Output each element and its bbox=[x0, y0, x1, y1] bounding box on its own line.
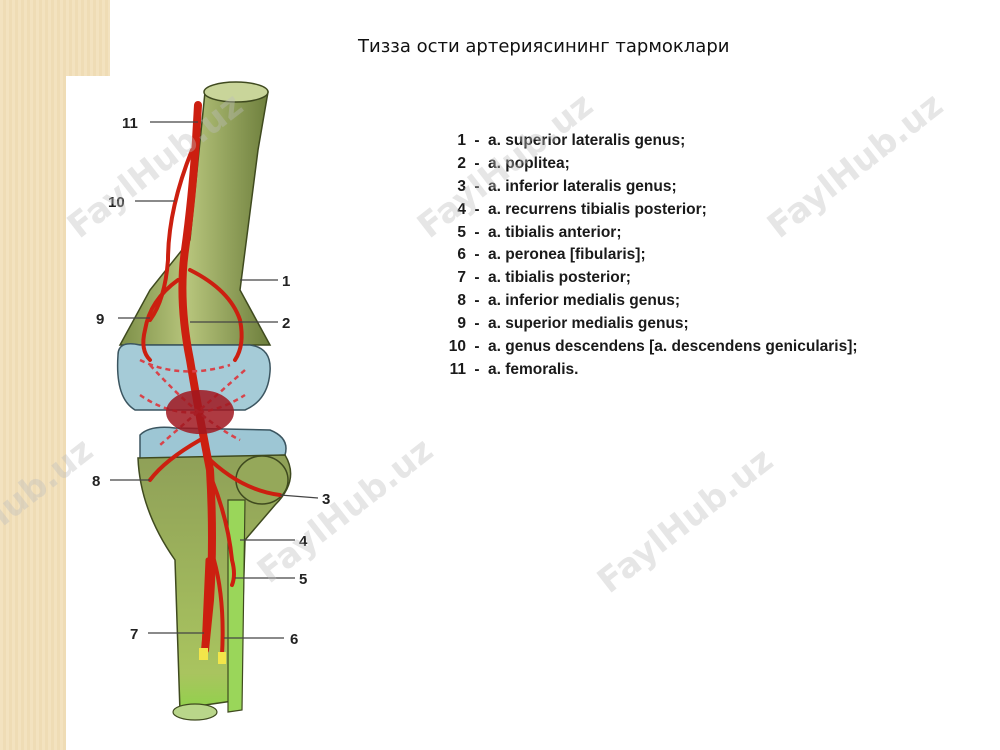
patellar-network bbox=[166, 390, 234, 434]
legend-item: 3-a. inferior lateralis genus; bbox=[457, 177, 677, 195]
leader-3 bbox=[279, 494, 319, 499]
posterior-tibial-artery bbox=[201, 557, 211, 653]
inferior-medial-genicular-artery bbox=[148, 438, 202, 482]
callout-10: 10 bbox=[108, 194, 125, 211]
femoral-artery bbox=[178, 101, 216, 654]
descending-genicular-artery bbox=[148, 148, 194, 322]
femur-top-cut bbox=[203, 81, 269, 103]
legend-item: 4-a. recurrens tibialis posterior; bbox=[457, 200, 707, 218]
callout-5: 5 bbox=[299, 571, 307, 588]
artery-cut-end-6 bbox=[218, 652, 226, 664]
legend-item: 10-a. genus descendens [a. descendens ge… bbox=[448, 338, 858, 356]
legend-item: 2-a. poplitea; bbox=[457, 154, 570, 172]
callout-9: 9 bbox=[96, 311, 104, 328]
slide-title: Тизза ости артериясининг тармоклари bbox=[358, 36, 730, 57]
legend-item: 9-a. superior medialis genus; bbox=[457, 315, 689, 333]
legend-item: 7-a. tibialis posterior; bbox=[457, 269, 631, 287]
legend-item: 8-a. inferior medialis genus; bbox=[457, 292, 681, 310]
legend-item: 6-a. peronea [fibularis]; bbox=[457, 246, 646, 264]
callout-1: 1 bbox=[282, 273, 290, 290]
callout-8: 8 bbox=[92, 473, 100, 490]
callout-7: 7 bbox=[130, 626, 138, 643]
artery-legend: 1-a. superior lateralis genus; 2-a. popl… bbox=[440, 130, 858, 382]
superior-medial-genicular-artery bbox=[141, 278, 180, 362]
legend-item: 1-a. superior lateralis genus; bbox=[457, 132, 686, 149]
callout-2: 2 bbox=[282, 315, 290, 332]
genicular-anastomosis-1 bbox=[139, 358, 231, 373]
peroneal-artery bbox=[212, 558, 225, 657]
knee-arteries-illustration: 11 10 1 9 2 8 3 4 5 7 6 bbox=[92, 81, 330, 721]
artery-cut-end-7 bbox=[199, 648, 208, 660]
superior-lateral-genicular-artery bbox=[188, 268, 244, 362]
callout-11: 11 bbox=[122, 115, 138, 132]
inferior-lateral-genicular-artery bbox=[203, 453, 282, 497]
callout-3: 3 bbox=[322, 491, 330, 508]
fibula-bone bbox=[227, 499, 246, 713]
anterior-tibial-artery bbox=[210, 478, 236, 587]
legend-item: 11-a. femoralis. bbox=[449, 360, 579, 378]
callout-6: 6 bbox=[290, 631, 298, 648]
tibia-bottom-cut bbox=[172, 703, 218, 721]
tibial-plateau bbox=[139, 426, 287, 461]
callout-4: 4 bbox=[299, 533, 308, 550]
legend-item: 5-a. tibialis anterior; bbox=[457, 223, 622, 241]
